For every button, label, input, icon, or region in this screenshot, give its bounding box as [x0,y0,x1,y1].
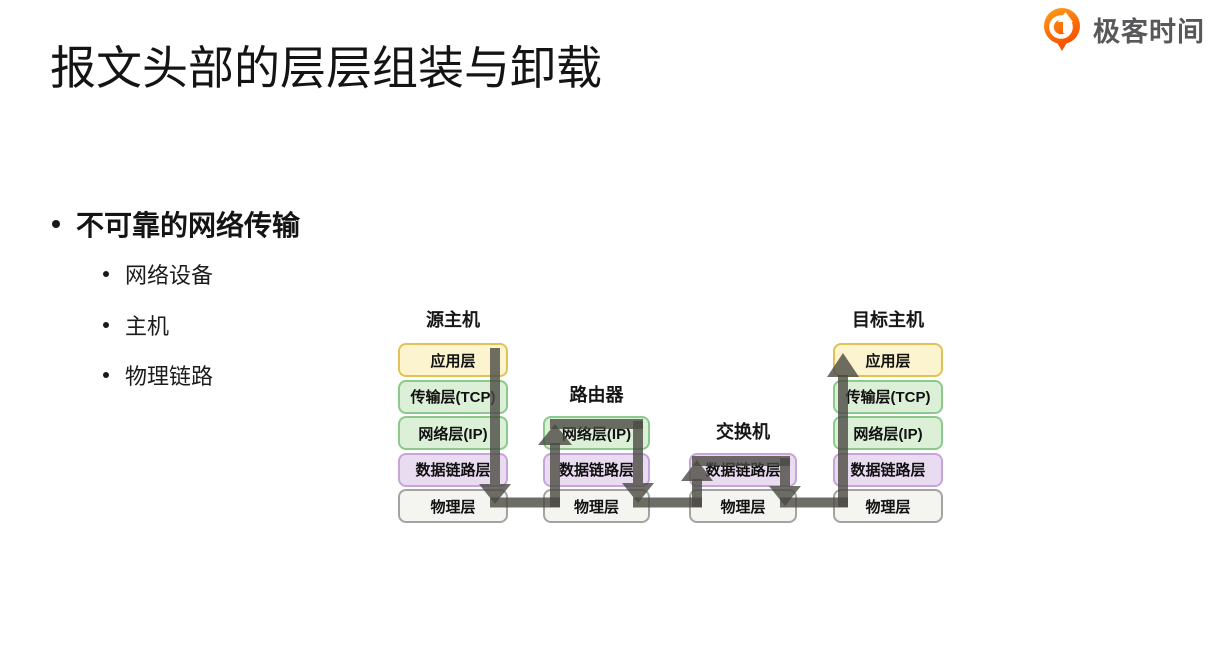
layer-transport: 传输层(TCP) [833,379,943,414]
bullet-sub-text: 网络设备 [125,263,214,288]
layer-physical: 物理层 [398,489,508,523]
bullet-sub-text: 物理链路 [125,364,214,389]
bullet-sub-text: 主机 [125,314,170,339]
layer-network: 网络层(IP) [398,416,508,450]
bullet-main: 不可靠的网络传输 [52,204,300,244]
layer-datalink: 数据链路层 [398,452,508,487]
layer-application: 应用层 [398,343,508,377]
layer-network: 网络层(IP) [543,416,650,450]
stack-label: 路由器 [569,385,624,405]
bullet-dot [103,271,109,277]
layer-physical: 物理层 [833,489,943,523]
geektime-logo-icon [1044,8,1080,51]
layer-physical: 物理层 [689,489,797,523]
bullet-sub-1: 网络设备 [103,258,213,290]
stack-source-host: 源主机 应用层传输层(TCP)网络层(IP)数据链路层物理层 [398,310,508,523]
layer-physical: 物理层 [543,489,650,523]
bullet-dot [103,322,109,328]
stack-target-host: 目标主机 应用层传输层(TCP)网络层(IP)数据链路层物理层 [833,310,943,523]
geektime-logo: 极客时间 [1040,6,1205,52]
layer-network: 网络层(IP) [833,416,943,450]
stack-label: 交换机 [716,421,770,442]
geektime-logo-text: 极客时间 [1093,16,1205,47]
stack-layers: 应用层传输层(TCP)网络层(IP)数据链路层物理层 [398,343,508,523]
stack-layers: 网络层(IP)数据链路层物理层 [543,416,650,523]
bullet-sub-2: 主机 [103,309,169,341]
stack-label: 源主机 [426,310,480,330]
layer-datalink: 数据链路层 [689,452,797,487]
layer-datalink: 数据链路层 [833,452,943,487]
slide-title: 报文头部的层层组装与卸载 [50,42,602,94]
layer-transport: 传输层(TCP) [398,379,508,414]
bullet-dot [52,220,60,228]
stack-label: 目标主机 [852,310,924,330]
stack-router: 路由器 网络层(IP)数据链路层物理层 [543,385,650,523]
bullet-sub-3: 物理链路 [103,359,213,391]
stack-layers: 数据链路层物理层 [689,452,797,523]
bullet-main-text: 不可靠的网络传输 [76,210,301,241]
stack-switch: 交换机 数据链路层物理层 [689,421,797,523]
stack-layers: 应用层传输层(TCP)网络层(IP)数据链路层物理层 [833,343,943,523]
layer-application: 应用层 [833,343,943,377]
bullet-dot [103,372,109,378]
layer-datalink: 数据链路层 [543,452,650,487]
